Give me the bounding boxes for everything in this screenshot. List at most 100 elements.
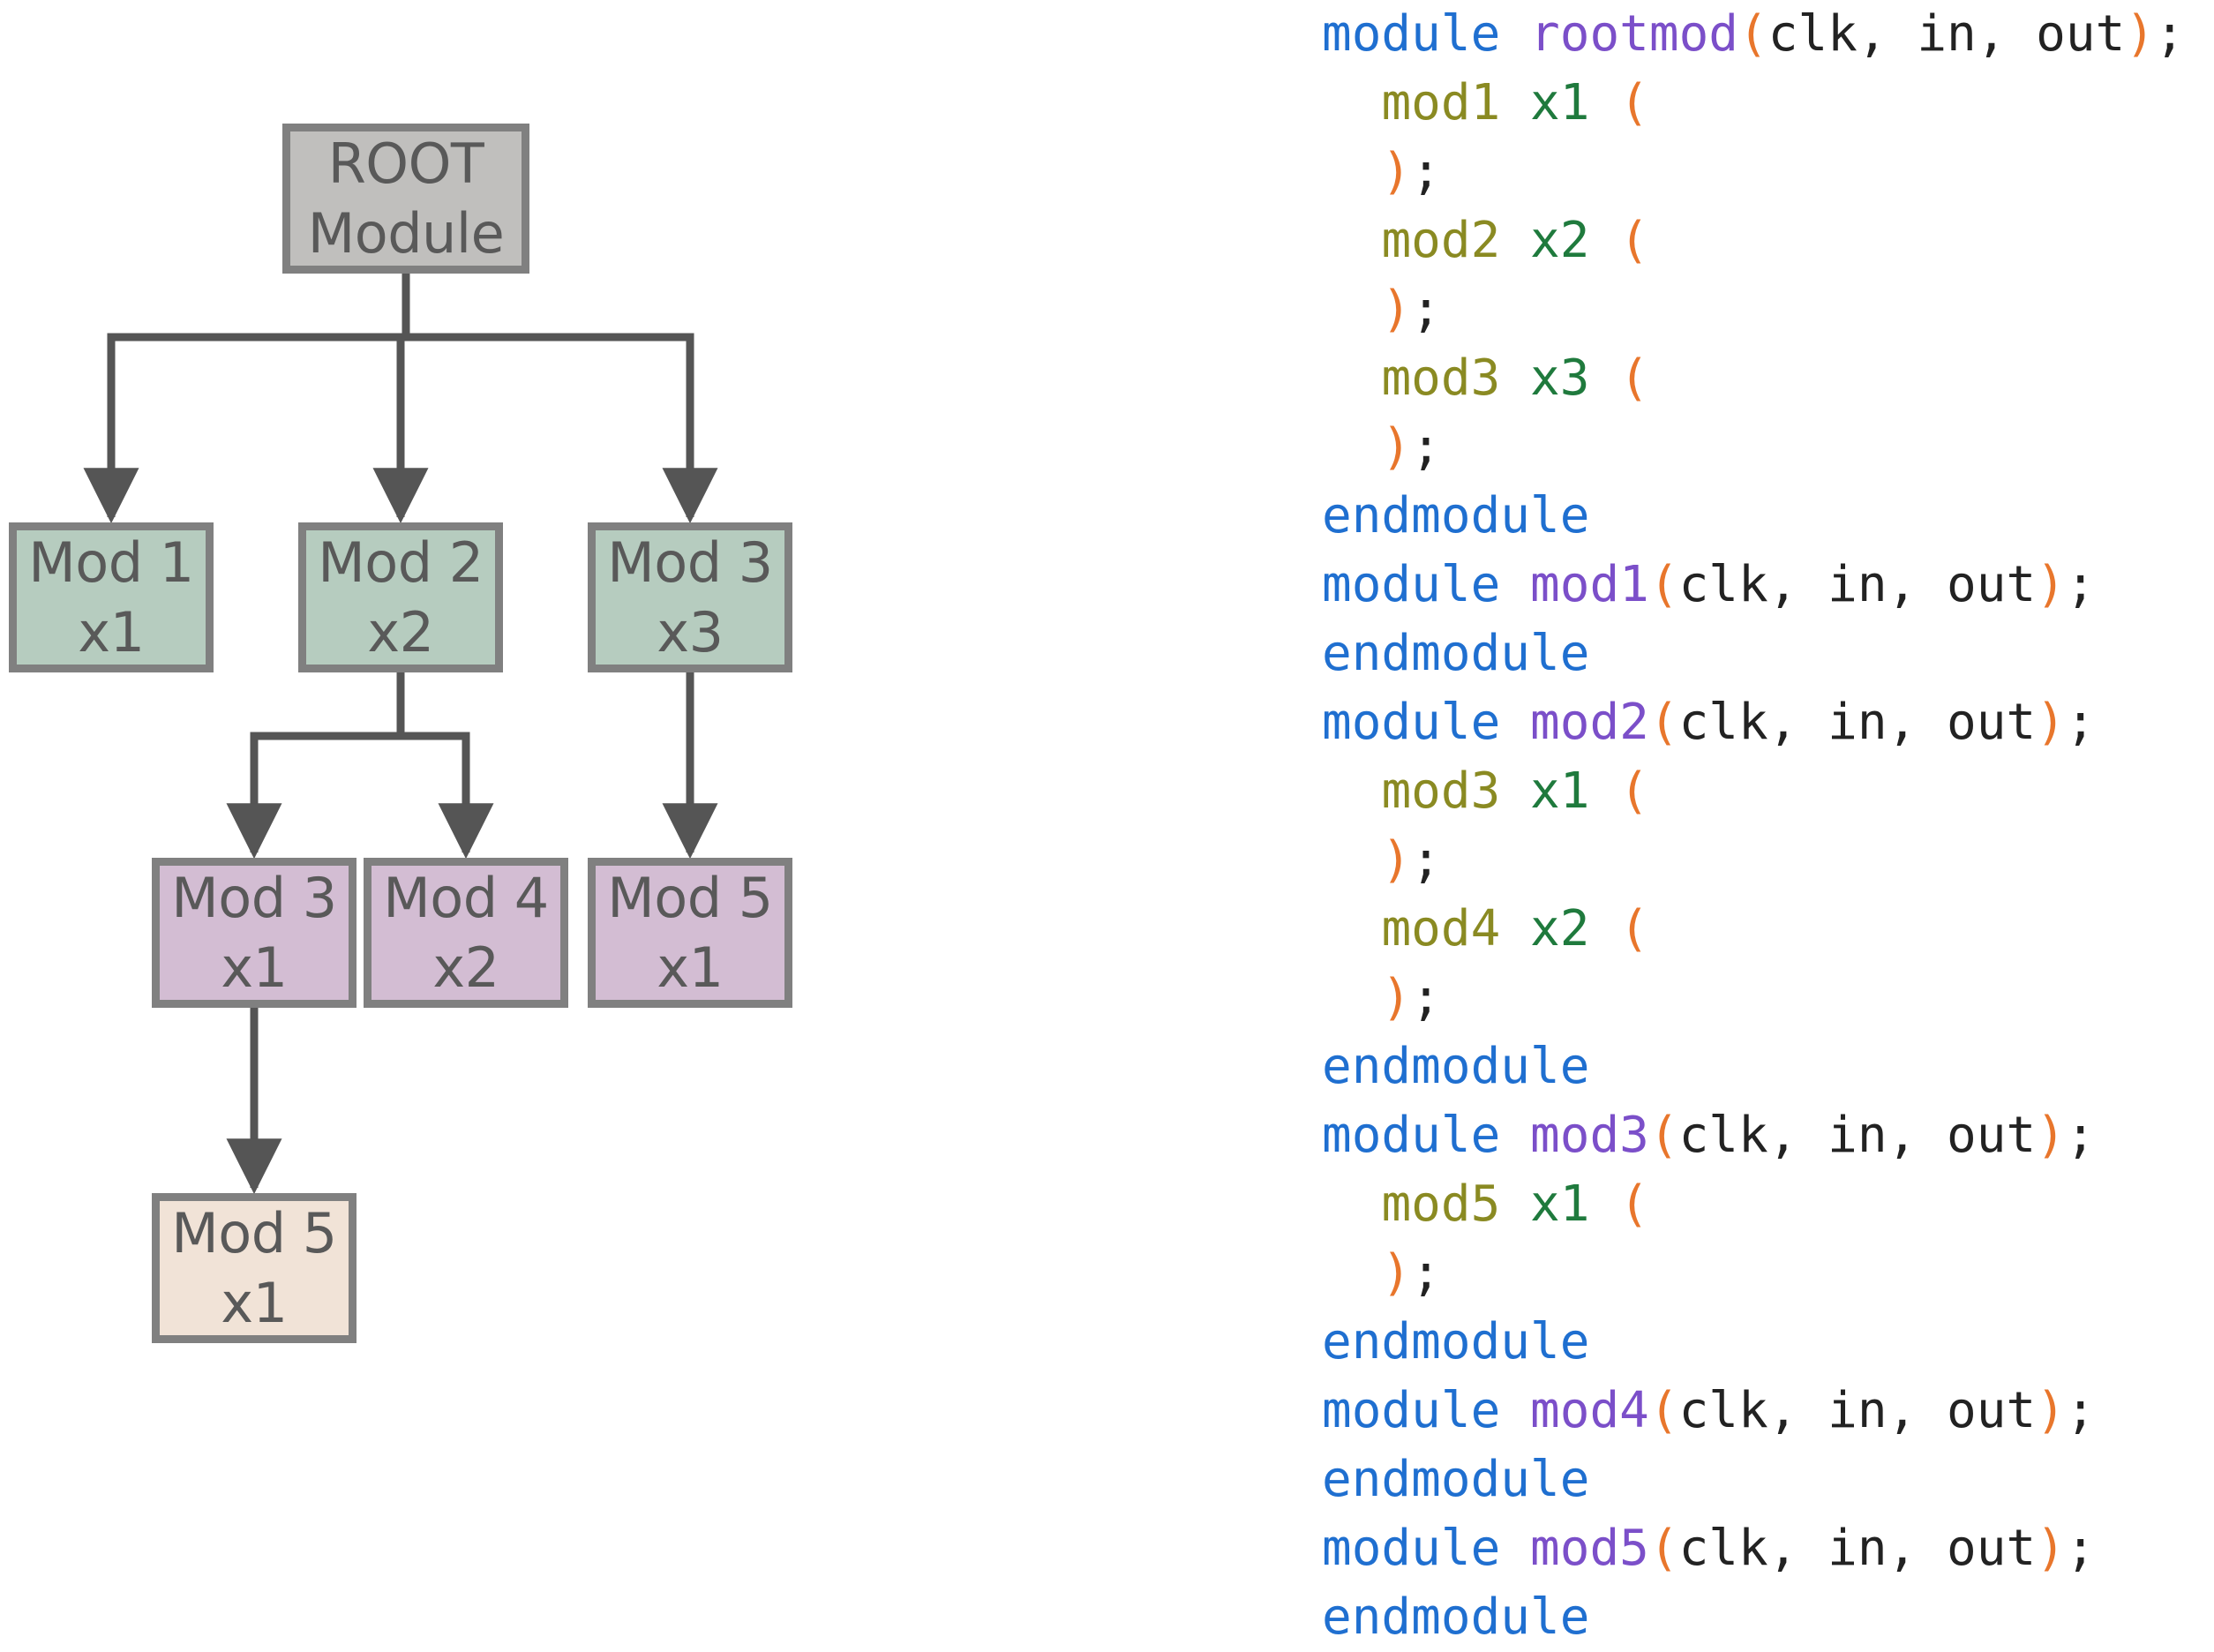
code-token-plain — [1322, 1244, 1381, 1302]
code-token-plain — [1500, 900, 1530, 957]
code-token-plain — [1500, 694, 1530, 751]
module-node-count: x1 — [78, 600, 145, 665]
code-token-port: ; — [1411, 143, 1441, 200]
code-token-port: clk, in, out — [1767, 5, 2126, 63]
edge-group — [83, 274, 718, 1195]
code-token-inst-t: mod1 — [1381, 74, 1501, 131]
code-token-punct: ) — [2036, 694, 2066, 751]
code-token-punct: ) — [2036, 1107, 2066, 1164]
code-token-plain — [1500, 762, 1530, 820]
code-line: endmodule — [1322, 1446, 2214, 1514]
code-token-punct: ( — [1619, 74, 1649, 131]
code-token-plain — [1500, 1382, 1530, 1439]
code-token-punct: ( — [1648, 1382, 1679, 1439]
code-token-mod: mod4 — [1530, 1382, 1649, 1439]
code-token-punct: ( — [1619, 762, 1649, 820]
code-token-punct: ( — [1648, 1107, 1679, 1164]
code-token-inst-t: mod5 — [1381, 1175, 1501, 1233]
code-token-plain — [1322, 418, 1381, 476]
code-token-kw: module — [1322, 1520, 1501, 1577]
code-token-port: ; — [2065, 556, 2096, 613]
code-token-punct: ) — [1381, 418, 1412, 476]
code-token-plain — [1322, 762, 1381, 820]
code-token-punct: ) — [2036, 1382, 2066, 1439]
module-node-count: Module — [307, 201, 505, 266]
code-token-plain — [1500, 1175, 1530, 1233]
code-token-port: clk, in, out — [1678, 556, 2037, 613]
code-token-port: clk, in, out — [1678, 1107, 2037, 1164]
code-token-plain — [1322, 74, 1381, 131]
code-token-inst-n: x3 — [1530, 349, 1590, 407]
code-token-plain — [1500, 212, 1530, 269]
code-token-plain — [1589, 212, 1619, 269]
code-line: endmodule — [1322, 1583, 2214, 1652]
code-token-punct: ) — [1381, 281, 1412, 338]
code-line: ); — [1322, 413, 2214, 482]
code-token-port: ; — [2065, 1382, 2096, 1439]
code-token-port: ; — [2065, 1520, 2096, 1577]
code-token-punct: ) — [1381, 143, 1412, 200]
code-line: ); — [1322, 826, 2214, 895]
code-token-port: ; — [2065, 694, 2096, 751]
code-token-port: clk, in, out — [1678, 694, 2037, 751]
code-token-kw: module — [1322, 556, 1501, 613]
code-token-punct: ) — [1381, 969, 1412, 1026]
code-token-punct: ) — [2125, 5, 2156, 63]
code-token-punct: ) — [2036, 1520, 2066, 1577]
code-token-plain — [1322, 831, 1381, 889]
code-token-inst-t: mod3 — [1381, 762, 1501, 820]
code-line: ); — [1322, 1239, 2214, 1308]
code-token-punct: ( — [1619, 349, 1649, 407]
module-node-count: x1 — [221, 935, 288, 1000]
code-token-kw: module — [1322, 694, 1501, 751]
code-token-plain — [1322, 212, 1381, 269]
module-node-name: ROOT — [327, 131, 484, 196]
code-token-punct: ) — [1381, 1244, 1412, 1302]
code-token-inst-n: x2 — [1530, 212, 1590, 269]
code-line: module mod5(clk, in, out); — [1322, 1514, 2214, 1583]
code-line: ); — [1322, 964, 2214, 1032]
code-token-kw: module — [1322, 5, 1501, 63]
module-node-count: x1 — [657, 935, 724, 1000]
code-token-plain — [1500, 1520, 1530, 1577]
code-token-port: ; — [1411, 281, 1441, 338]
code-token-inst-t: mod4 — [1381, 900, 1501, 957]
code-token-plain — [1500, 349, 1530, 407]
code-line: module mod4(clk, in, out); — [1322, 1377, 2214, 1446]
code-token-mod: rootmod — [1530, 5, 1739, 63]
module-node-name: Mod 5 — [607, 865, 773, 930]
code-token-kw: endmodule — [1322, 1038, 1590, 1095]
module-node-count: x1 — [221, 1271, 288, 1335]
edge-root-to-mod1 — [83, 274, 410, 524]
code-line: module mod3(clk, in, out); — [1322, 1101, 2214, 1170]
code-token-punct: ( — [1648, 694, 1679, 751]
code-token-inst-t: mod3 — [1381, 349, 1501, 407]
code-token-plain — [1500, 5, 1530, 63]
code-token-port: ; — [1411, 969, 1441, 1026]
code-token-inst-n: x1 — [1530, 1175, 1590, 1233]
code-token-punct: ) — [1381, 831, 1412, 889]
code-token-plain — [1322, 349, 1381, 407]
module-node-name: Mod 2 — [318, 529, 484, 595]
code-token-kw: module — [1322, 1382, 1501, 1439]
code-token-kw: endmodule — [1322, 487, 1590, 544]
verilog-code-block[interactable]: module rootmod(clk, in, out); mod1 x1 ( … — [1322, 0, 2214, 1646]
code-line: module mod1(clk, in, out); — [1322, 551, 2214, 620]
code-line: mod1 x1 ( — [1322, 69, 2214, 138]
code-line: module rootmod(clk, in, out); — [1322, 0, 2214, 69]
code-token-plain — [1589, 900, 1619, 957]
edge-mod2-to-mod3b — [226, 672, 405, 860]
code-token-port: ; — [1411, 1244, 1441, 1302]
code-token-port: ; — [2155, 5, 2185, 63]
code-line: endmodule — [1322, 482, 2214, 551]
